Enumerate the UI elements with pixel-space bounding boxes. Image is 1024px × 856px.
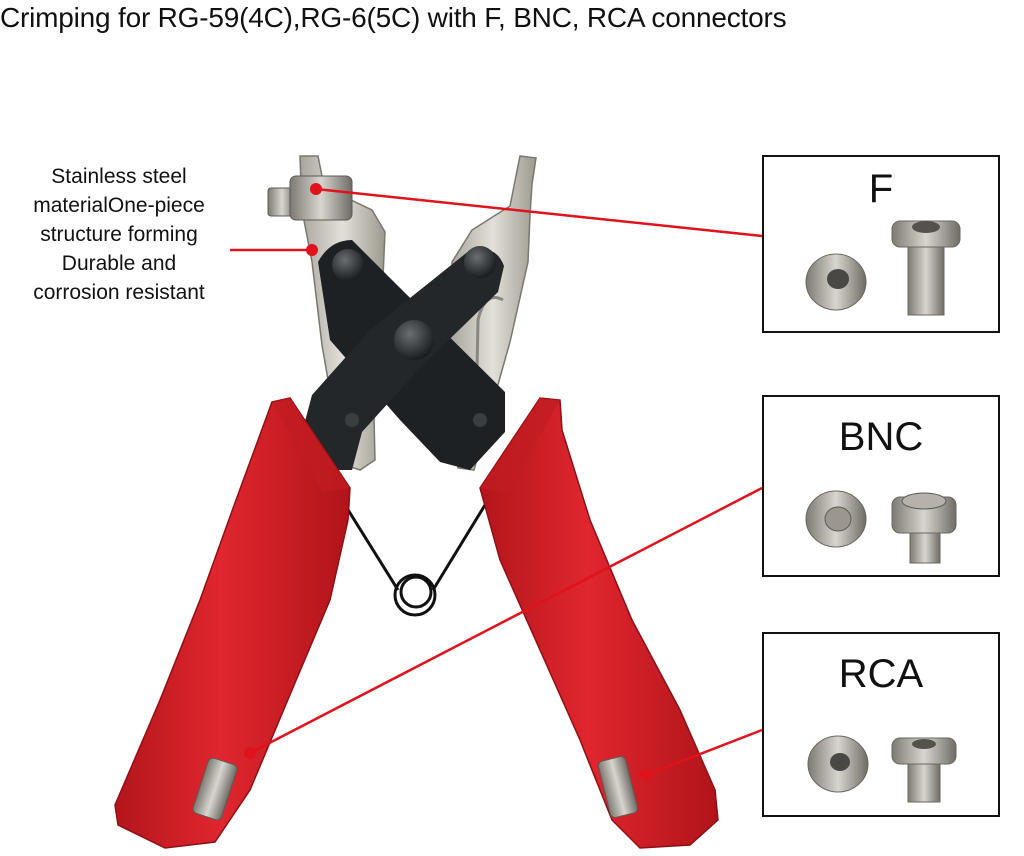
connector-label: RCA (838, 652, 924, 696)
connector-label: F (868, 167, 894, 211)
black-body (300, 240, 505, 470)
connector-label: BNC (838, 415, 924, 459)
page-title: Crimping for RG-59(4C),RG-6(5C) with F, … (0, 2, 787, 33)
adjustment-knob (267, 175, 353, 221)
material-description: Stainless steel materialOne-piece struct… (8, 162, 230, 307)
callout-lines (230, 183, 763, 781)
description-line: materialOne-piece (33, 194, 205, 217)
handle-knob-left (192, 757, 238, 821)
description-line: Stainless steel (51, 165, 187, 188)
connector-box-bnc: BNC (762, 395, 1000, 577)
bnc-die-image (805, 490, 957, 564)
connector-box-f: F (762, 155, 1000, 333)
return-spring (343, 504, 487, 617)
rca-die-image (807, 735, 957, 803)
connector-box-rca: RCA (762, 632, 1000, 817)
description-line: Durable and (61, 252, 177, 275)
handle-knob-right (597, 756, 639, 818)
red-handles (114, 397, 719, 849)
description-line: structure forming (40, 223, 198, 246)
description-line: corrosion resistant (33, 281, 205, 304)
f-die-image (805, 220, 961, 316)
